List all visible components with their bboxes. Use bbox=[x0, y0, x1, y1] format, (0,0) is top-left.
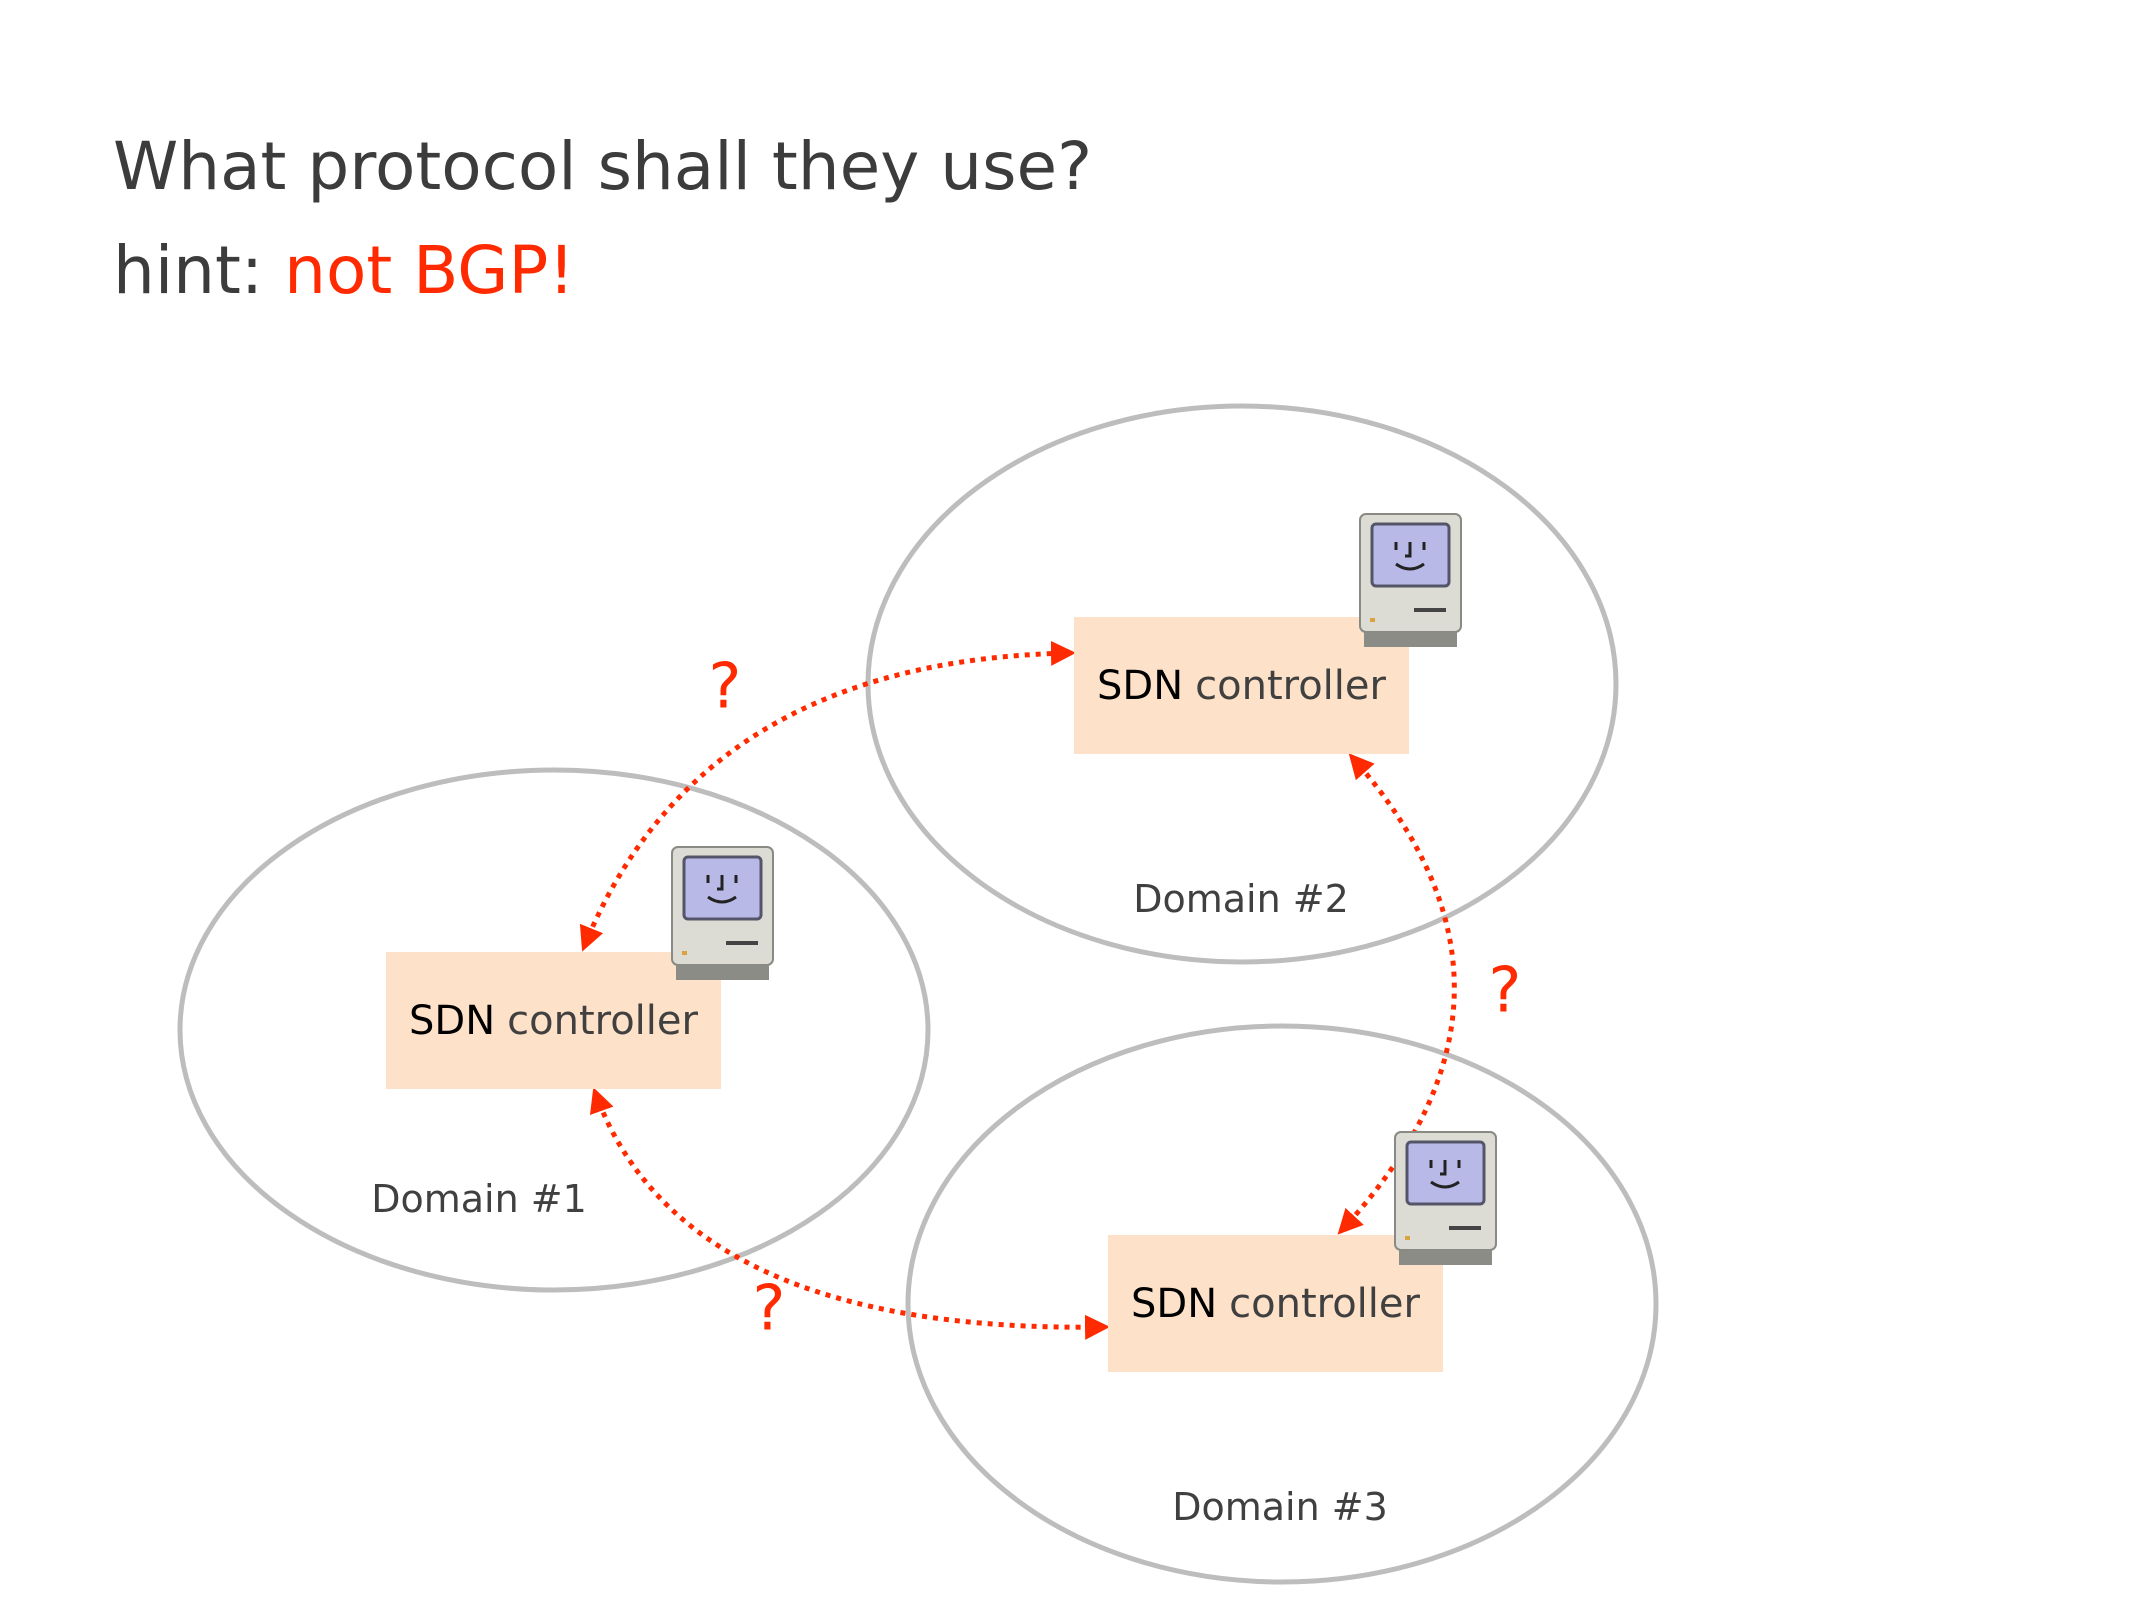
hint-line: hint: not BGP! bbox=[113, 232, 575, 309]
link-2-3-arrow bbox=[1337, 753, 1457, 1235]
controller-sdn: SDN bbox=[1097, 662, 1184, 709]
hint-highlight: not BGP! bbox=[284, 232, 575, 309]
slide-title: What protocol shall they use? bbox=[113, 128, 1093, 205]
hint-prefix: hint: bbox=[113, 232, 264, 309]
computer-icon bbox=[670, 845, 775, 982]
link-1-2-arrow bbox=[579, 640, 1076, 952]
computer-icon bbox=[1393, 1130, 1498, 1267]
link-2-3-question: ? bbox=[1488, 953, 1522, 1027]
computer-icon bbox=[1358, 512, 1463, 649]
controller-sdn: SDN bbox=[1131, 1280, 1218, 1327]
domain-2-label: Domain #2 bbox=[1133, 877, 1349, 921]
link-1-3-question: ? bbox=[752, 1271, 786, 1345]
link-1-3-arrow bbox=[590, 1087, 1110, 1340]
controller-label: controller bbox=[1229, 1280, 1420, 1327]
link-1-2-question: ? bbox=[708, 649, 742, 723]
domain-3-label: Domain #3 bbox=[1172, 1485, 1388, 1529]
controller-sdn: SDN bbox=[409, 997, 496, 1044]
domain-1-label: Domain #1 bbox=[371, 1177, 587, 1221]
domain-1-ellipse bbox=[177, 767, 931, 1293]
controller-label: controller bbox=[1195, 662, 1386, 709]
controller-label: controller bbox=[507, 997, 698, 1044]
